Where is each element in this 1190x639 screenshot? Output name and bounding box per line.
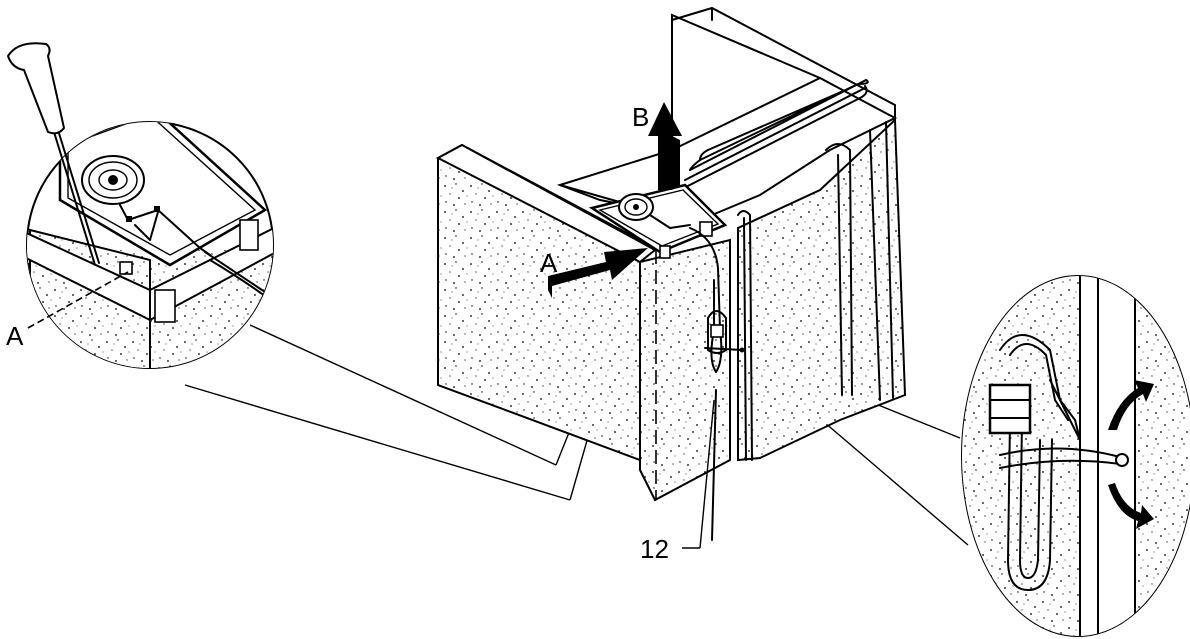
- tube-clip: [704, 310, 745, 354]
- screwdriver: [6, 42, 100, 266]
- refrigerator-cabinet: [435, 6, 907, 502]
- arrow-push-label: A: [540, 248, 558, 278]
- left-inset-label: A: [6, 321, 24, 351]
- arrow-lift-b: [648, 102, 682, 190]
- left-detail-inset: A: [6, 42, 274, 369]
- arrow-push-a: [548, 248, 648, 298]
- arrow-lift-label: B: [632, 102, 649, 132]
- part-callout-12: 12: [640, 399, 715, 564]
- thermostat-knob: [618, 193, 691, 229]
- right-detail-inset: [961, 275, 1190, 637]
- part-number-label: 12: [640, 534, 669, 564]
